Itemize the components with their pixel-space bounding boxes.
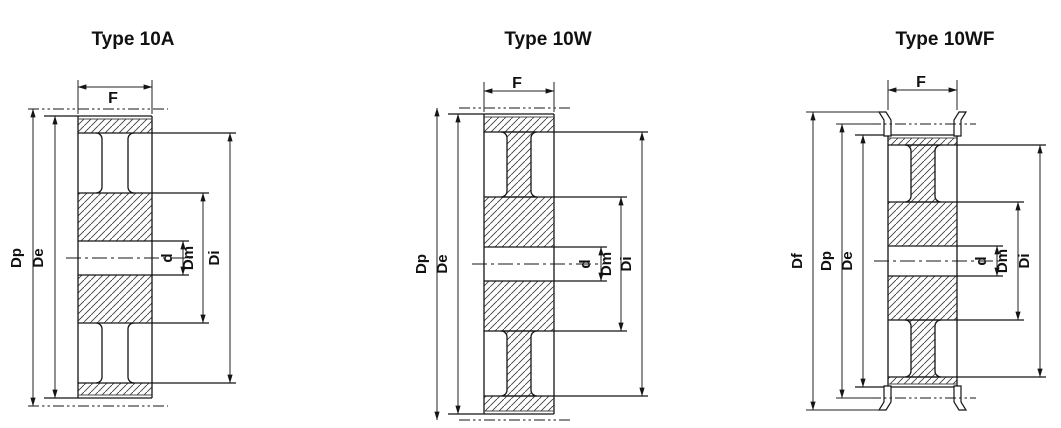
pulley-title: Type 10WF: [896, 29, 995, 50]
dim-label-dm: Dm: [994, 249, 1011, 273]
web-column: [904, 144, 942, 203]
dim-label-dp: Dp: [8, 248, 25, 268]
web-wall: [95, 132, 103, 194]
dim-label-dp: Dp: [413, 254, 430, 274]
web-wall: [127, 132, 135, 194]
dim-label-de: De: [434, 254, 451, 273]
diagram-type-10wf: Type 10WF: [789, 29, 1046, 411]
web-column: [500, 131, 538, 198]
dimensions: [30, 80, 233, 407]
section-hatching: [888, 138, 957, 384]
dim-label-di: Di: [618, 257, 635, 272]
dim-label-de: De: [30, 248, 47, 267]
dim-label-d: d: [973, 256, 990, 265]
reference-lines: [870, 123, 1003, 399]
dim-label-df: Df: [789, 252, 806, 269]
dim-label-f: F: [916, 74, 926, 91]
diagram-type-10w: Type 10W: [413, 29, 648, 421]
web-wall: [127, 322, 135, 384]
dim-label-dm: Dm: [598, 252, 615, 276]
dim-label-d: d: [577, 259, 594, 268]
dim-label-d: d: [159, 253, 176, 262]
dim-label-f: F: [512, 75, 522, 92]
pulley-body: [44, 115, 236, 399]
dim-label-f: F: [108, 90, 118, 107]
dim-label-de: De: [839, 251, 856, 270]
diagram-type-10a: Type 10A: [8, 29, 236, 407]
web-column: [500, 330, 538, 397]
web-column: [904, 319, 942, 378]
reference-lines: [28, 108, 192, 407]
section-hatching: [78, 119, 152, 395]
dim-label-di: Di: [1016, 254, 1033, 269]
dimensions: [434, 82, 645, 421]
section-hatching: [484, 117, 554, 411]
dim-label-dm: Dm: [180, 246, 197, 270]
dim-label-di: Di: [206, 251, 223, 266]
pulley-title: Type 10W: [504, 29, 591, 50]
web-wall: [95, 322, 103, 384]
dim-label-dp: Dp: [818, 251, 835, 271]
dimensions: [806, 80, 1043, 411]
pulley-title: Type 10A: [91, 29, 174, 50]
reference-lines: [459, 107, 603, 421]
